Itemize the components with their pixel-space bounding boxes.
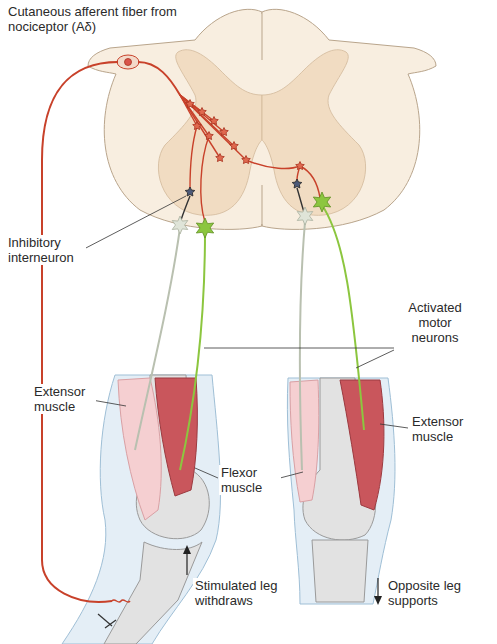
afferent-branch <box>180 95 220 158</box>
movement-label: Stimulated leg withdraws <box>193 578 297 608</box>
gray-matter <box>158 50 365 216</box>
inhibited-motor-neuron <box>172 216 188 234</box>
excitatory-interneuron <box>193 122 202 130</box>
motor-neuron-label: Activated motor neurons <box>396 300 474 345</box>
ganglion-cell <box>125 59 132 66</box>
excitatory-interneuron <box>296 162 305 170</box>
afferent-fiber <box>42 62 118 602</box>
excitatory-interneuron <box>220 128 229 136</box>
inhibitory-path <box>297 188 304 212</box>
excitatory-path <box>201 136 209 222</box>
afferent-branch <box>180 95 246 160</box>
crossing-path <box>246 160 320 198</box>
spinal-cord <box>88 9 436 229</box>
muscle-label: Extensor muscle <box>410 414 476 444</box>
inhibited-motor-axon <box>135 228 180 450</box>
excitatory-interneuron <box>210 117 219 125</box>
dorsal-root-ganglion <box>117 55 139 69</box>
excitatory-interneuron <box>198 108 207 116</box>
inhibitory-interneuron <box>292 179 302 188</box>
muscle-label: Flexor muscle <box>219 465 281 495</box>
stimulus-mark <box>105 620 116 628</box>
excitatory-interneuron <box>186 100 195 108</box>
inhibitory-path <box>181 196 190 220</box>
excitatory-path <box>190 126 197 188</box>
right-leg <box>287 378 395 604</box>
excitatory-interneuron <box>230 142 239 150</box>
afferent-branch <box>180 95 234 146</box>
interneuron-label: Inhibitory interneuron <box>6 235 86 265</box>
activated-motor-axon <box>322 205 364 430</box>
interneuron-branches <box>180 95 320 222</box>
neuron-cells <box>172 100 331 239</box>
excitatory-interneuron <box>242 156 251 164</box>
inhibited-motor-neuron <box>297 207 313 225</box>
excitatory-interneuron <box>216 154 225 162</box>
activated-motor-axon <box>180 232 205 470</box>
activated-motor-neuron <box>313 192 330 212</box>
inhibitory-interneuron <box>185 187 195 196</box>
activated-motor-neuron <box>196 218 213 238</box>
muscle-label: Extensor muscle <box>32 384 96 414</box>
afferent-central-branch <box>138 62 180 95</box>
inhibited-motor-axon <box>300 222 305 470</box>
nociceptor-ending <box>112 600 130 602</box>
movement-label: Opposite leg supports <box>386 578 478 608</box>
leader-lines <box>82 196 408 478</box>
fiber-label: Cutaneous afferent fiber from nociceptor… <box>6 4 194 34</box>
excitatory-interneuron <box>205 132 214 140</box>
